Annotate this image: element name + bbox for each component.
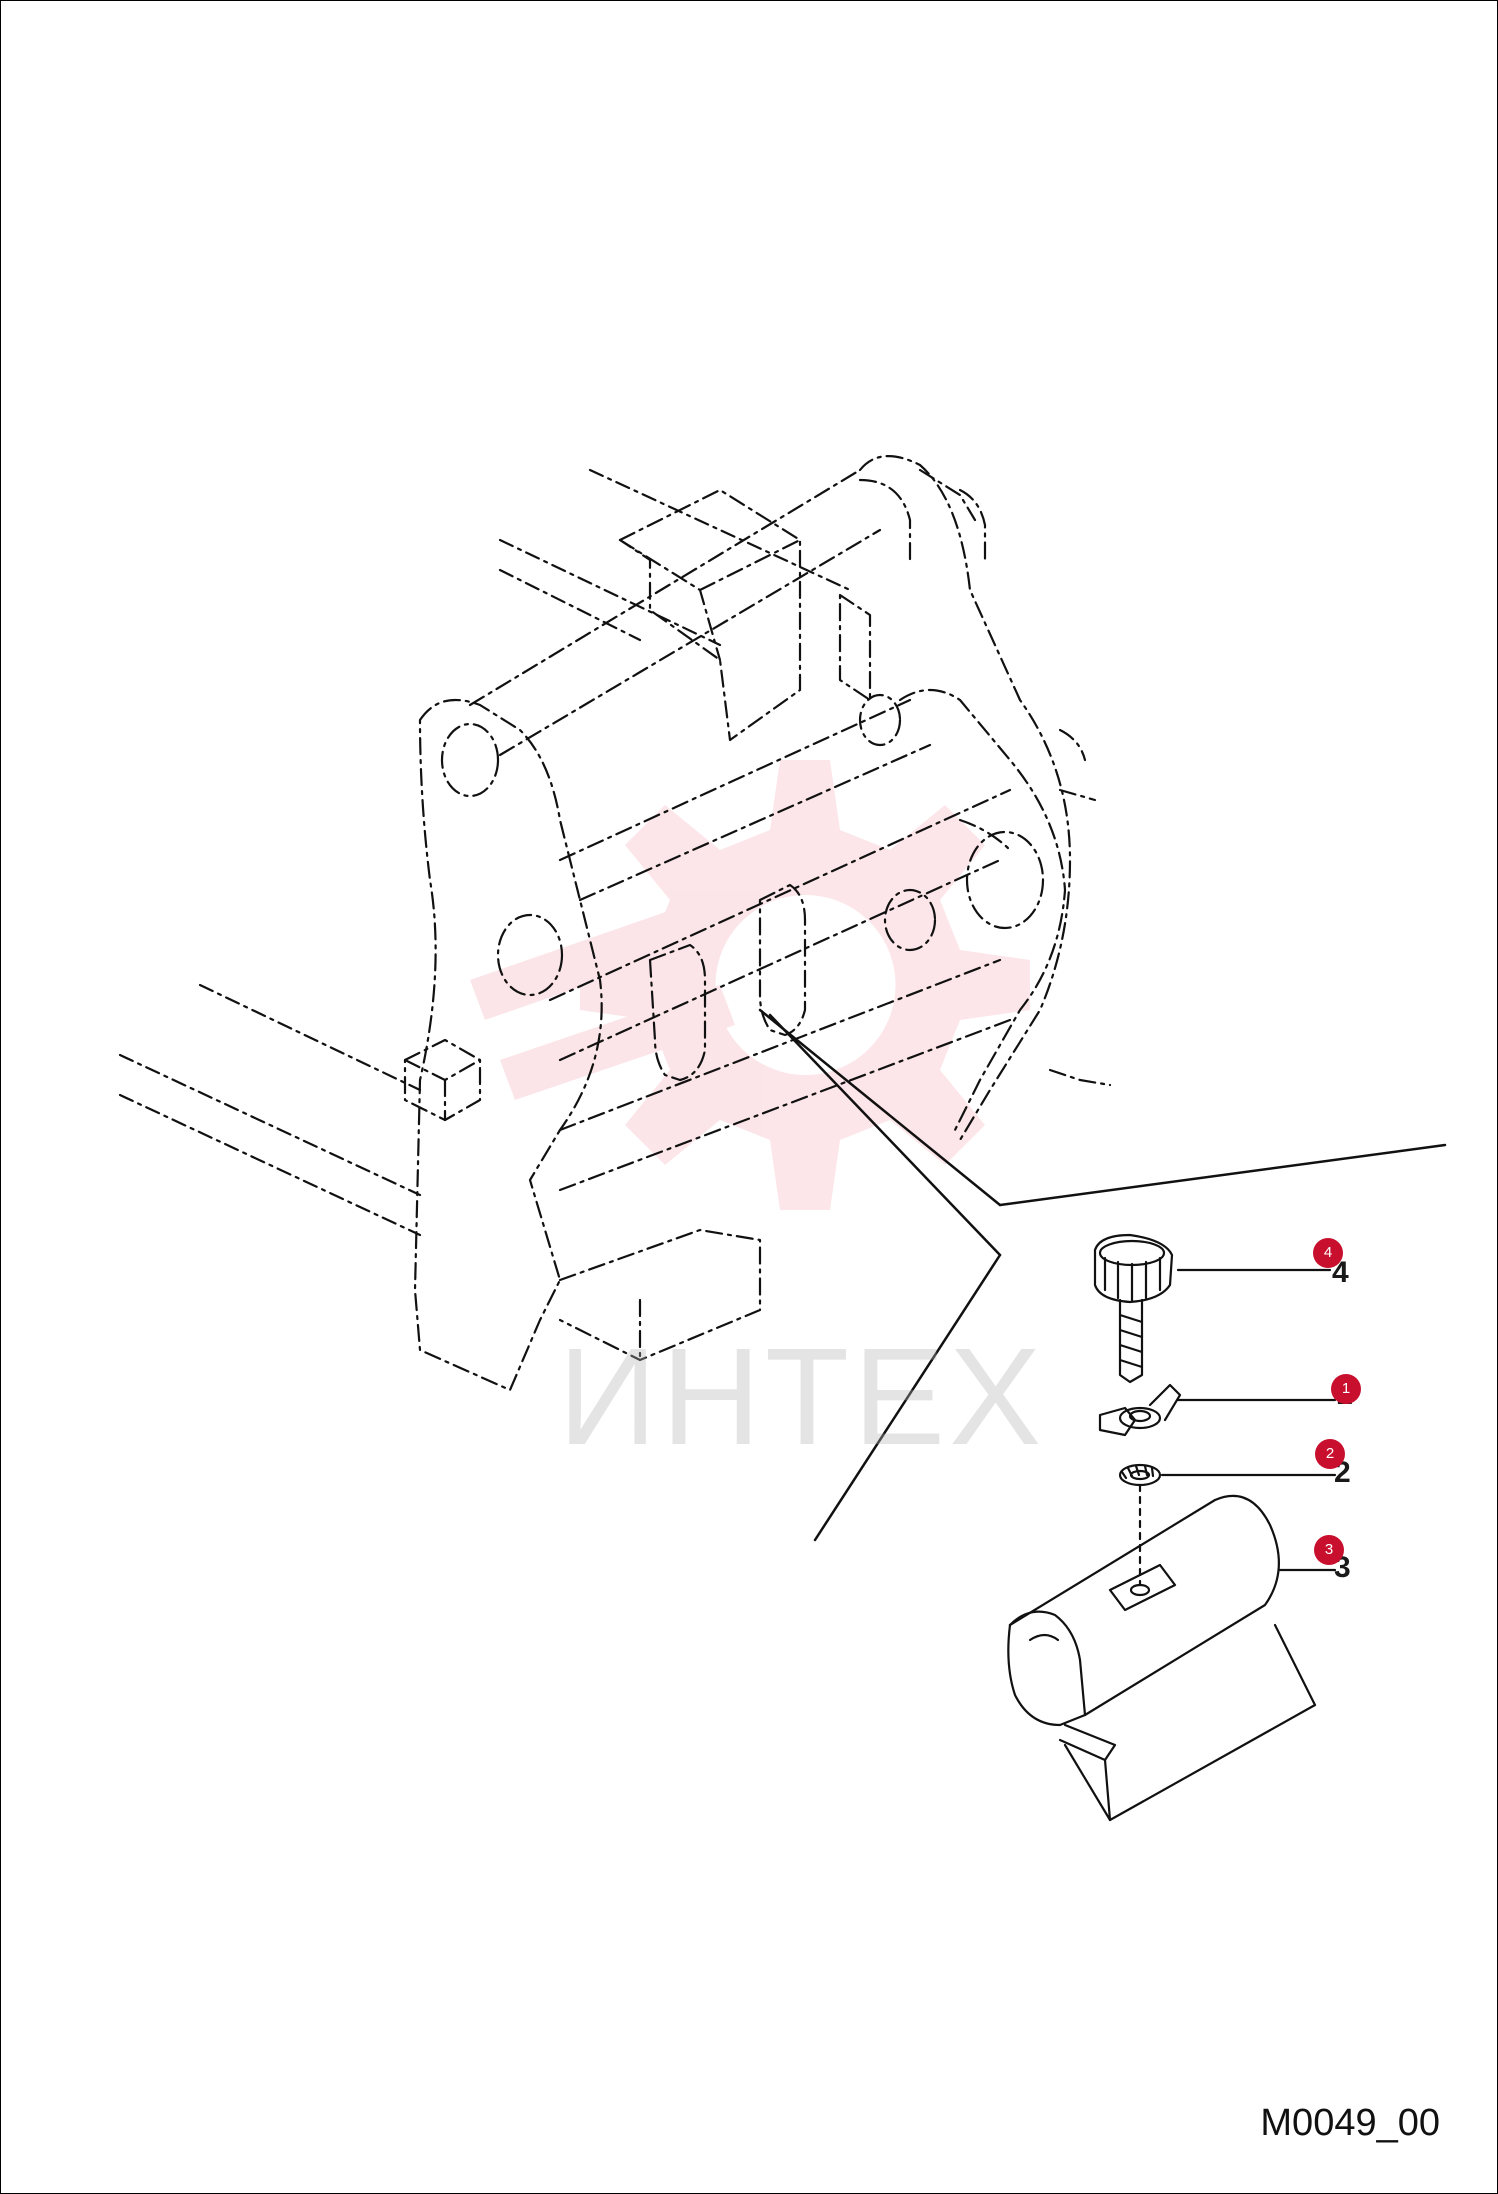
carriage-body [403,455,1112,1392]
watermark-gear-icon [470,760,1030,1210]
frame-rails [118,468,852,1237]
callout-badge-1[interactable]: 1 [1331,1374,1361,1404]
wing-nut-part-1 [1098,1383,1337,1437]
callout-badge-2[interactable]: 2 [1315,1439,1345,1469]
watermark-text: ИНТЕХ [558,1320,1046,1474]
detail-leader-lines [758,1008,1447,1542]
thumb-screw-part-4 [1093,1233,1332,1384]
callout-badge-4[interactable]: 4 [1313,1238,1343,1268]
clamp-sleeve-part-3 [1007,1494,1337,1822]
lock-washer-part-2 [1118,1463,1337,1547]
drawing-id-label: M0049_00 [1260,2102,1440,2144]
callout-badge-3[interactable]: 3 [1314,1535,1344,1565]
